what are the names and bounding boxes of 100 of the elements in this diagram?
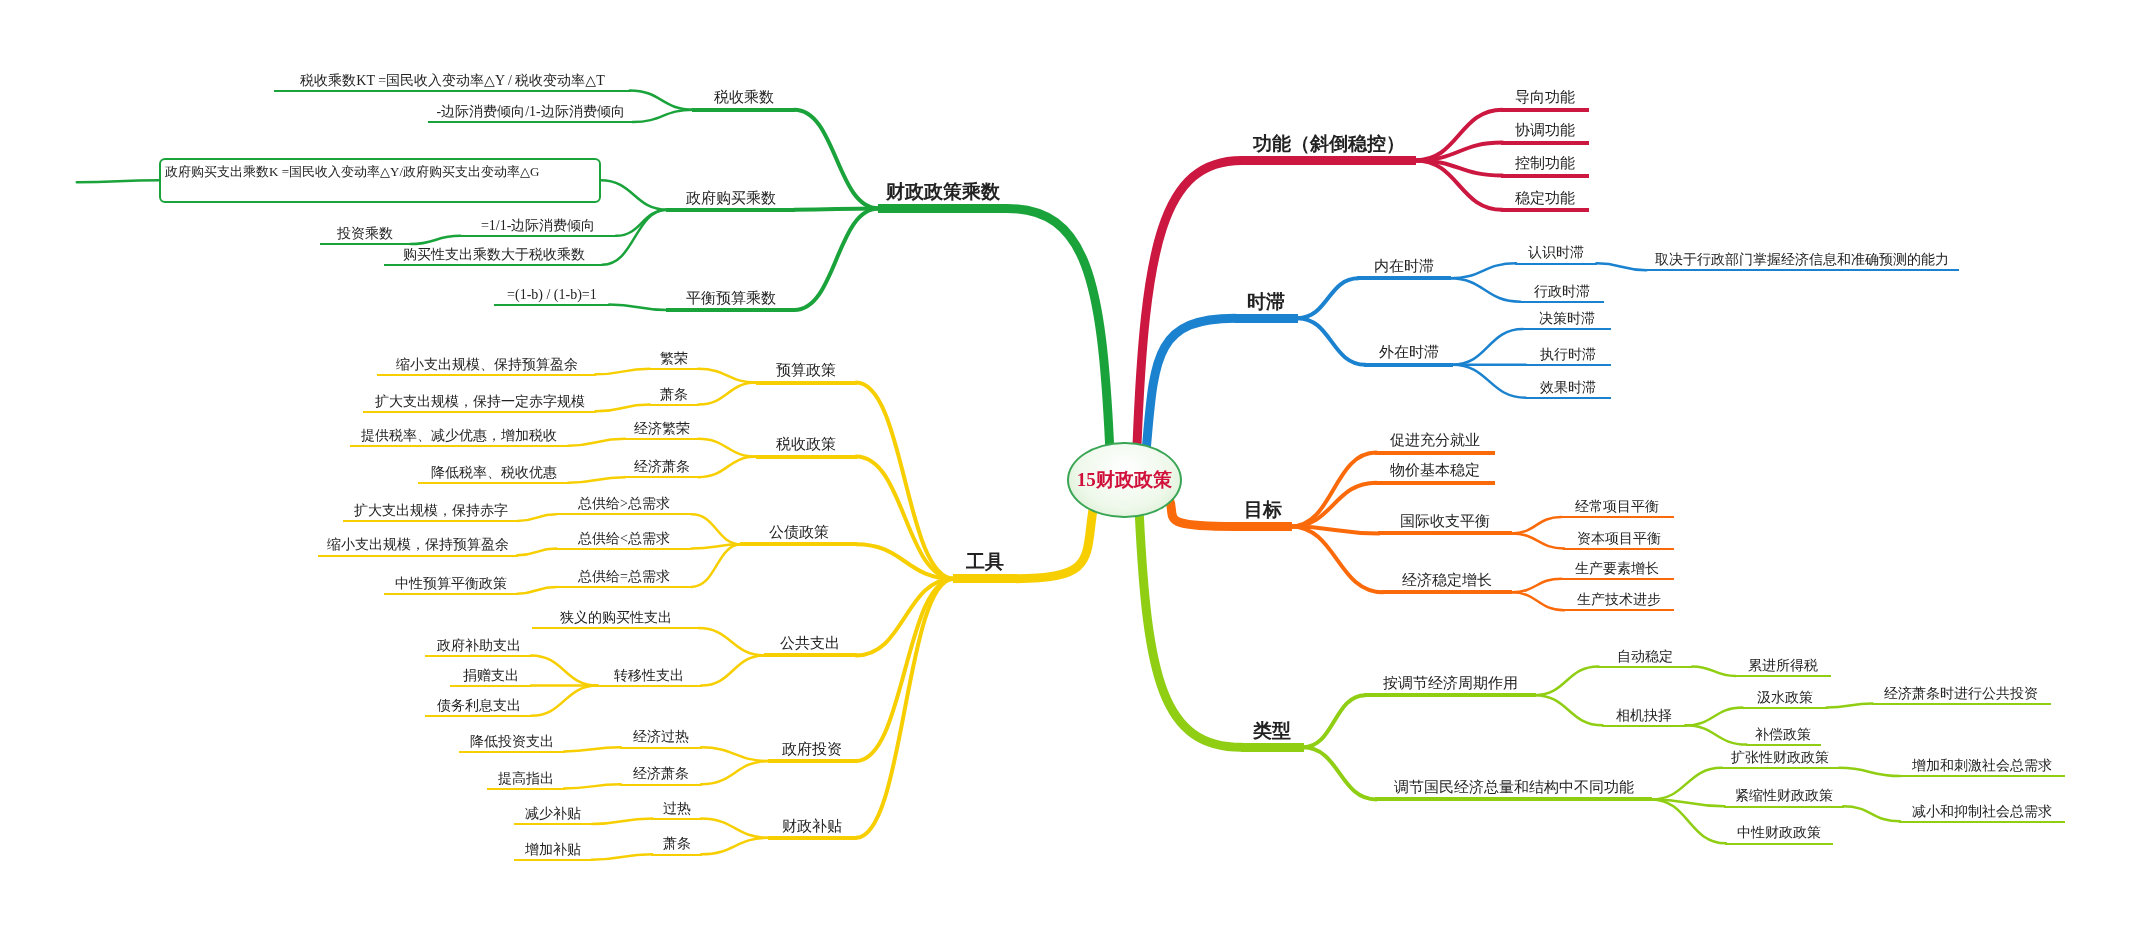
- branch-label: 政府投资: [767, 740, 857, 763]
- branch-label: 物价基本稳定: [1375, 462, 1495, 485]
- branch-label: 效果时滞: [1524, 379, 1612, 399]
- formula-box: 政府购买支出乘数K =国民收入变动率△Y/政府购买支出变动率△G: [159, 157, 601, 203]
- branch-label: 减少补贴: [514, 806, 593, 826]
- branch-line: [1841, 805, 1902, 823]
- branch-line: [599, 179, 669, 212]
- branch-label: 缩小支出规模，保持预算盈余: [318, 537, 519, 557]
- branch-line: [699, 836, 771, 856]
- branch-label: 汲水政策: [1741, 689, 1828, 709]
- branch-line: [1510, 591, 1566, 612]
- branch-line: [562, 746, 623, 753]
- branch-line: [1451, 363, 1527, 399]
- branch-line: [792, 206, 881, 312]
- branch-label: 增加补贴: [514, 841, 593, 861]
- branch-label: 累进所得税: [1734, 658, 1831, 678]
- branch-label: 繁荣: [648, 351, 700, 371]
- branch-label: 经济萧条: [623, 459, 700, 479]
- main-branch-label: 功能（斜倒稳控）: [1240, 133, 1417, 165]
- branch-line: [594, 403, 651, 413]
- branch-label: 经济萧条时进行公共投资: [1871, 685, 2052, 705]
- branch-label: 税收乘数KT =国民收入变动率△Y / 税收变动率△T: [274, 72, 631, 92]
- branch-label: 转移性支出: [596, 667, 703, 687]
- branch-label: =(1-b) / (1-b)=1: [493, 286, 611, 306]
- branch-label: 行政时滞: [1519, 283, 1605, 303]
- branch-label: 中性财政政策: [1724, 825, 1834, 845]
- branch-label: 购买性支出乘数大于税收乘数: [383, 246, 604, 266]
- branch-line: [590, 853, 654, 861]
- branch-label: 内在时滞: [1357, 258, 1451, 281]
- branch-label: 增加和刺激社会总需求: [1899, 758, 2065, 778]
- main-branch-label: 财政政策乘数: [877, 181, 1008, 213]
- branch-line: [516, 547, 558, 557]
- main-branch-label: 目标: [1234, 499, 1292, 532]
- branch-label: =1/1-边际消费倾向: [459, 218, 618, 238]
- branch-label: 扩张性财政政策: [1720, 750, 1841, 770]
- branch-label: 总供给=总需求: [555, 569, 693, 589]
- branch-label: 生产技术进步: [1563, 592, 1675, 612]
- main-branch-label: 时滞: [1234, 290, 1299, 323]
- branch-label: 税收政策: [755, 436, 857, 459]
- branch-line: [1837, 766, 1902, 778]
- branch-line: [1413, 158, 1505, 178]
- branch-line: [699, 759, 771, 786]
- branch-line: [562, 783, 623, 790]
- branch-line: [409, 234, 462, 246]
- branch-label: 总供给>总需求: [555, 496, 693, 516]
- branch-label: 萧条: [651, 836, 703, 856]
- branch-label: 减小和抑制社会总需求: [1899, 803, 2065, 823]
- branch-label: 缩小支出规模、保持预算盈余: [377, 356, 597, 376]
- branch-line: [631, 108, 695, 124]
- branch-line: [566, 437, 627, 447]
- branch-label: 政府补助支出: [425, 637, 532, 657]
- branch-label: 狭义的购买性支出: [532, 610, 700, 630]
- branch-label: 萧条: [648, 386, 700, 406]
- branch-label: 投资乘数: [319, 226, 412, 246]
- branch-label: 调节国民经济总量和结构中不同功能: [1375, 779, 1653, 802]
- branch-label: 债务利息支出: [425, 697, 532, 717]
- branch-label: 提供税率、减少优惠，增加税收: [349, 427, 570, 447]
- branch-line: [1825, 702, 1874, 709]
- branch-label: 降低税率、税收优惠: [418, 464, 570, 484]
- branch-line: [516, 512, 558, 523]
- branch-label: 取决于行政部门掌握经济信息和准确预测的能力: [1645, 252, 1960, 272]
- branch-label: 控制功能: [1501, 155, 1590, 178]
- branch-label: 公共支出: [763, 635, 857, 658]
- branch-line: [594, 367, 651, 376]
- branch-line: [566, 475, 627, 484]
- branch-label: 平衡预算乘数: [666, 289, 796, 312]
- branch-line: [1650, 798, 1728, 845]
- branch-line: [1533, 693, 1604, 727]
- branch-label: 促进充分就业: [1375, 432, 1495, 455]
- branch-label: 决策时滞: [1522, 311, 1612, 331]
- branch-line: [697, 381, 758, 406]
- branch-label: 认识时滞: [1515, 245, 1598, 265]
- branch-line: [1691, 665, 1737, 678]
- branch-line: [1595, 262, 1648, 272]
- branch-label: 总供给<总需求: [555, 530, 693, 550]
- branch-label: 按调节经济周期作用: [1364, 674, 1536, 698]
- main-branch-label: 工具: [953, 551, 1018, 584]
- branch-label: 捐赠支出: [449, 667, 532, 687]
- branch-label: 过热: [651, 800, 703, 820]
- branch-label: 税收乘数: [692, 89, 796, 112]
- branch-label: 资本项目平衡: [1563, 530, 1675, 550]
- branch-line: [590, 817, 654, 826]
- branch-label: 国际收支平衡: [1378, 513, 1513, 536]
- branch-label: 经济稳定增长: [1382, 572, 1513, 595]
- branch-line: [1684, 724, 1748, 746]
- branch-label: 补偿政策: [1745, 726, 1821, 746]
- branch-line: [1510, 532, 1566, 550]
- branch-line: [690, 543, 743, 589]
- branch-label: 导向功能: [1501, 89, 1590, 112]
- branch-label: 经常项目平衡: [1560, 499, 1675, 519]
- branch-label: 相机抉择: [1601, 707, 1687, 727]
- branch-label: 政府购买乘数: [666, 189, 796, 212]
- branch-label: 经济萧条: [619, 766, 703, 786]
- branch-label: 提高指出: [486, 770, 565, 790]
- branch-line: [529, 684, 599, 717]
- branch-label: 公债政策: [740, 524, 857, 547]
- branch-line: [516, 585, 558, 595]
- branch-label: 自动稳定: [1597, 648, 1694, 668]
- branch-label: 财政补贴: [767, 817, 857, 840]
- branch-line: [601, 208, 669, 266]
